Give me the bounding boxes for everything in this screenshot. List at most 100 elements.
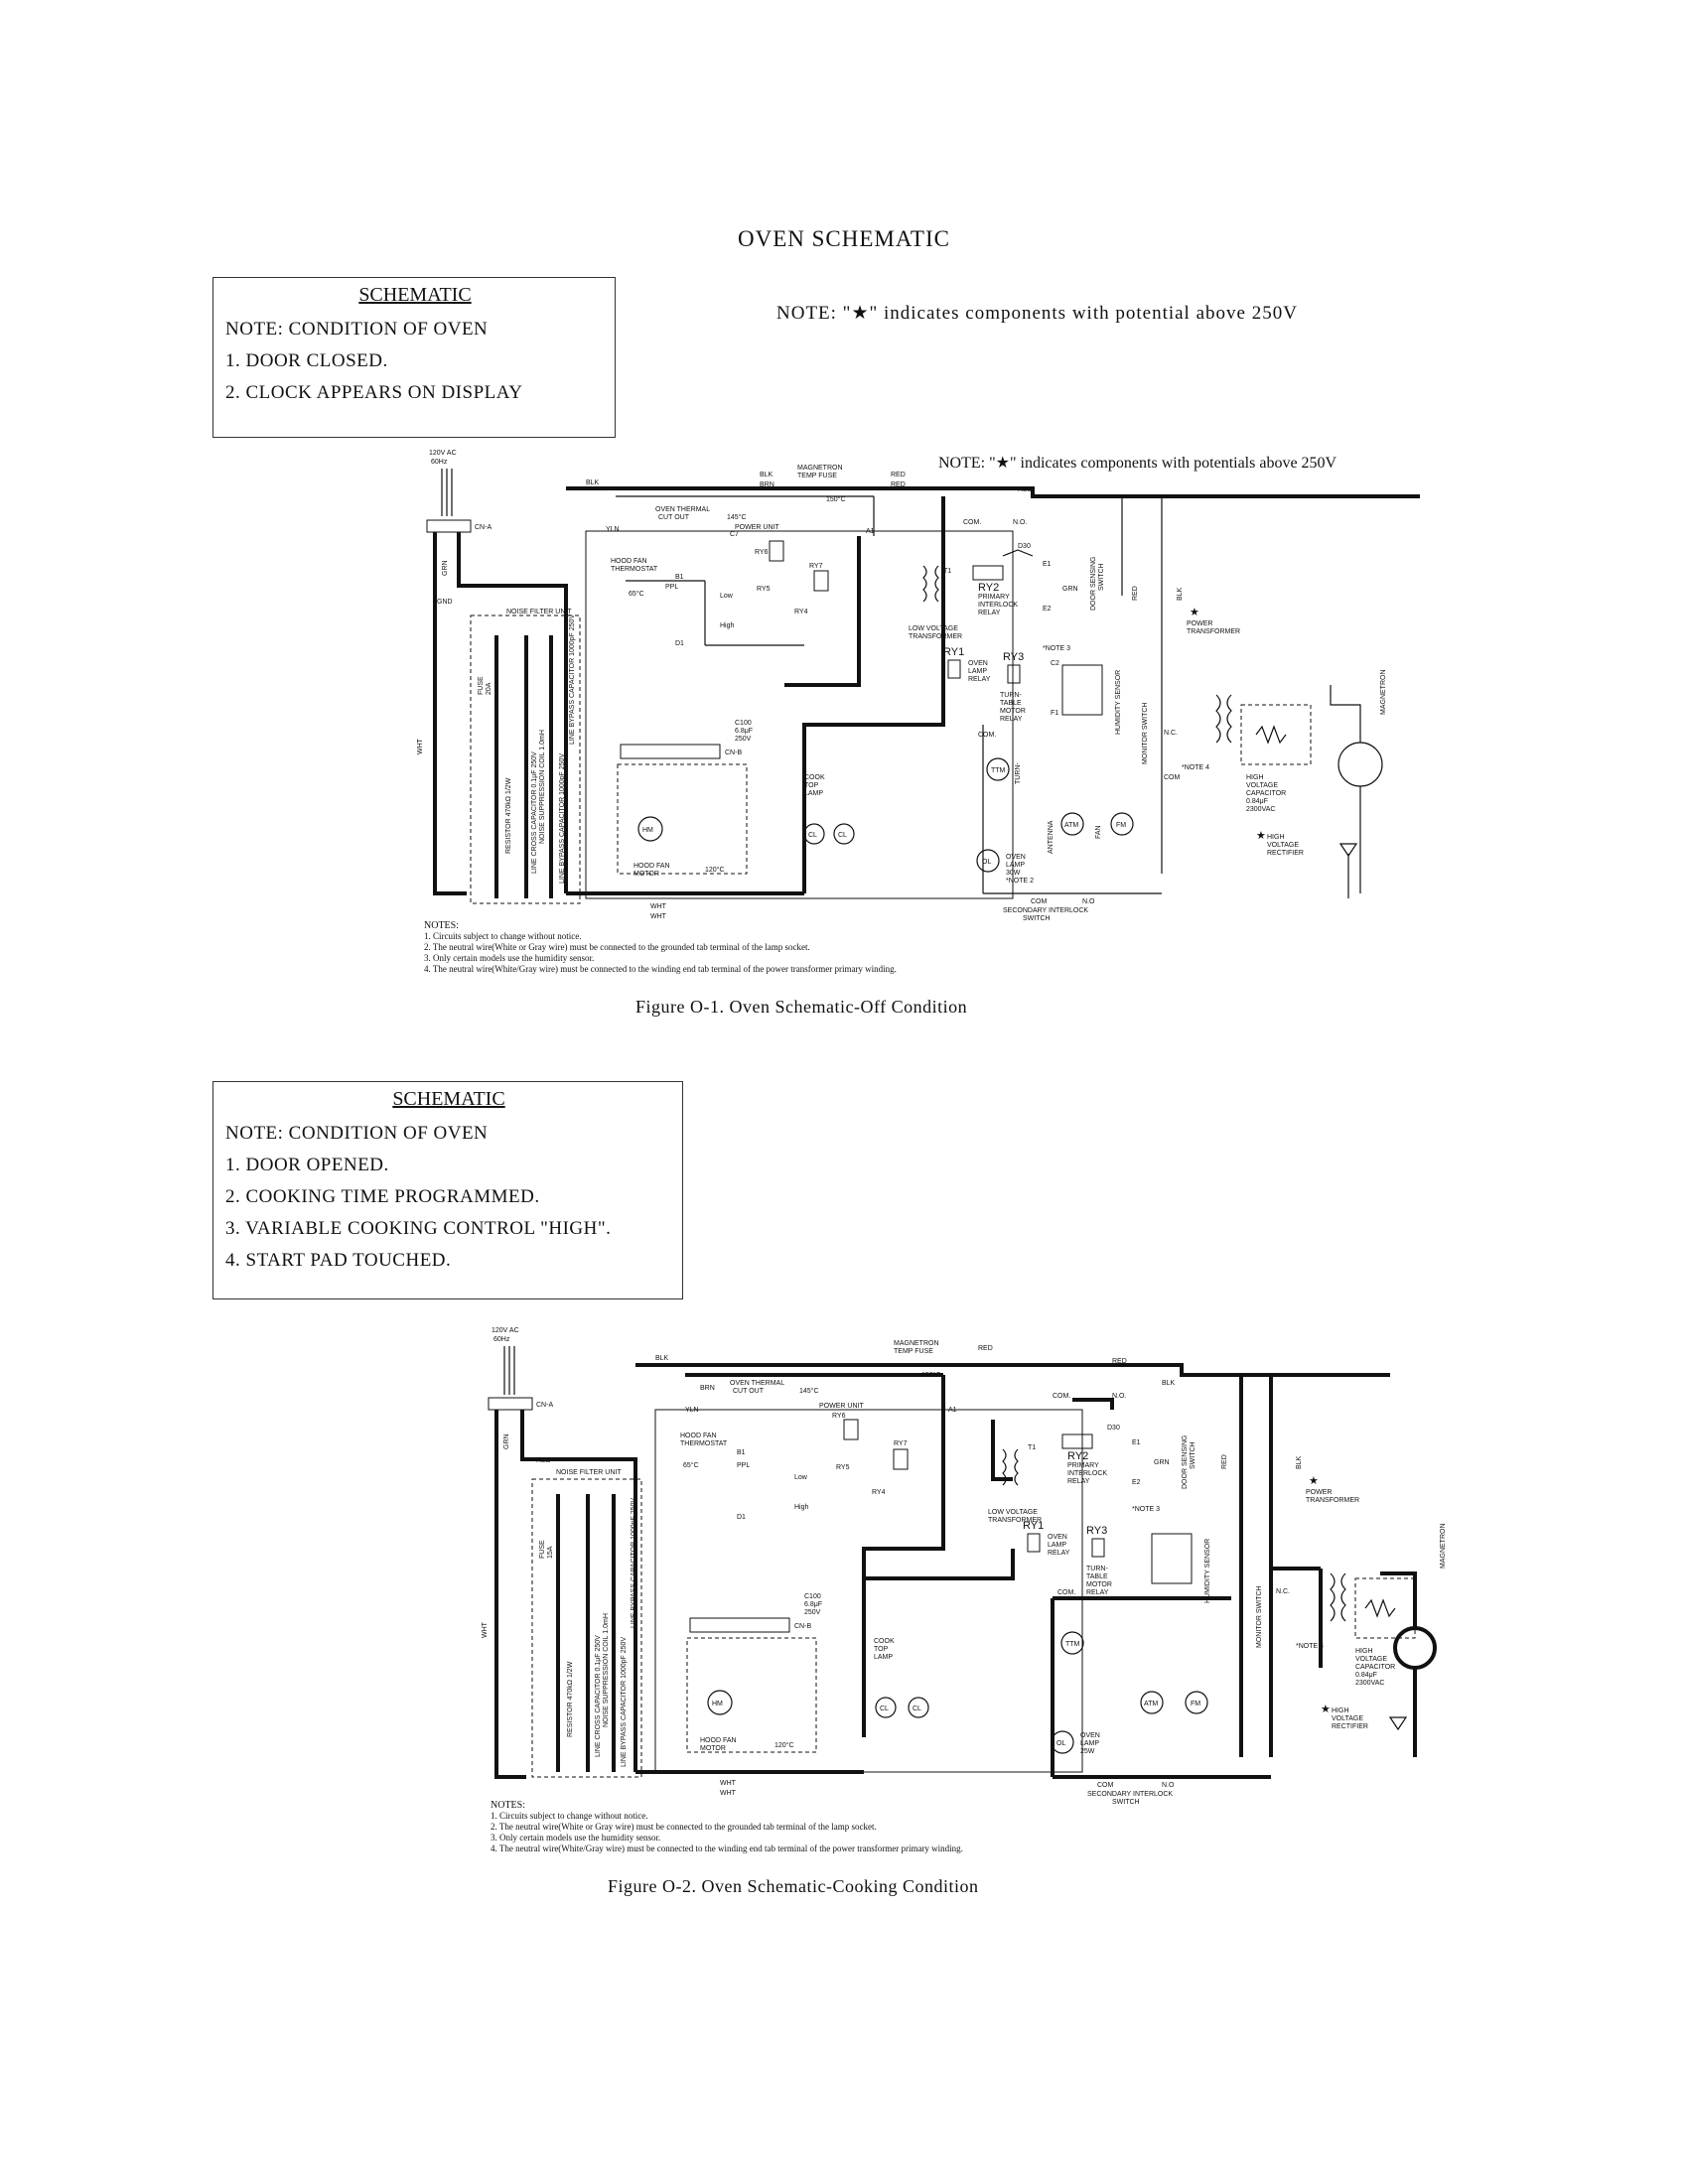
humidity-sensor-label-2: HUMIDITY SENSOR [1204, 1539, 1211, 1603]
right-bus-2 [1239, 1375, 1273, 1757]
ry3-label-2: RY3 [1086, 1525, 1107, 1537]
grn-relay-label-2: GRN [1154, 1459, 1170, 1466]
line-bypass-2-label: LINE BYPASS CAPACITOR 1000pF 250V [569, 614, 576, 745]
motor-label-2: MOTOR [1086, 1581, 1112, 1588]
humidity-sensor-label: HUMIDITY SENSOR [1115, 670, 1122, 735]
relay-ry1-text: RELAY [968, 676, 991, 683]
hood-fan-motor-label: HOOD FAN [633, 863, 670, 870]
cl-label-3: CL [880, 1706, 889, 1712]
note-line: 4. The neutral wire(White/Gray wire) mus… [424, 964, 897, 974]
am-label: ATM [1064, 822, 1078, 829]
secondary-com-label-2: COM [1097, 1782, 1114, 1789]
relay-ry6-2 [843, 1419, 859, 1440]
fuse-label-2: FUSE [539, 1540, 546, 1559]
w25-label-2: 25W [1080, 1748, 1095, 1755]
line-bypass-2-label-2: LINE BYPASS CAPACITOR 1000pF 250V [631, 1498, 637, 1628]
power-unit-bus-2 [862, 1415, 945, 1737]
cook-top-label-2: COOK [874, 1638, 895, 1645]
transformer2-label-2: TRANSFORMER [1306, 1497, 1359, 1504]
cut-out-label: CUT OUT [658, 514, 690, 521]
relay-ry1-2 [1027, 1533, 1041, 1553]
turntable-motor-2 [1060, 1631, 1084, 1655]
note-line: 3. Only certain models use the humidity … [491, 1833, 661, 1843]
top-bus-blk-2 [635, 1363, 1390, 1377]
f1-label: F1 [1051, 710, 1058, 717]
noise-filter-unit [470, 614, 581, 904]
note3-label-2: *NOTE 3 [1132, 1506, 1160, 1513]
red-right-label-2: RED [1221, 1454, 1228, 1469]
ry4-label: RY4 [794, 609, 808, 615]
tm-label-2: TTM [1065, 1641, 1080, 1648]
wht-bottom-label: WHT [650, 903, 667, 910]
noise-filter-wires-2 [556, 1494, 616, 1772]
rectifier-label-2: RECTIFIER [1332, 1723, 1368, 1730]
magnetron-leads [1330, 685, 1361, 893]
rectifier-label: RECTIFIER [1267, 850, 1304, 857]
hood-fan-motor-text-2: MOTOR [700, 1745, 726, 1752]
note-line: 2. The neutral wire(White or Gray wire) … [491, 1822, 877, 1832]
com-bottom-label-2: COM. [1057, 1589, 1075, 1596]
top-bus-blk [566, 486, 1420, 498]
com-monitor-label: COM [1164, 774, 1181, 781]
com-label: COM. [963, 519, 981, 526]
relay-ry1-text-2: RELAY [1048, 1550, 1070, 1557]
noise-filter-label: NOISE FILTER UNIT [506, 609, 572, 615]
cn-b-connector [620, 744, 721, 759]
relay-ry7-2 [893, 1448, 909, 1470]
power-transformer-label-2: POWER [1306, 1489, 1332, 1496]
power-unit-bus [784, 536, 861, 687]
voltage-rect-label: VOLTAGE [1267, 842, 1299, 849]
grn-relay-label: GRN [1062, 586, 1078, 593]
blk-top-label-2: BLK [655, 1355, 669, 1362]
wht-label-2: WHT [482, 1621, 489, 1638]
notes-title: NOTES: [424, 920, 459, 931]
condition-box-cooking: SCHEMATIC NOTE: CONDITION OF OVEN 1. DOO… [212, 1081, 683, 1299]
cook-top-lamp-3 [875, 1697, 897, 1718]
red-fuse-label-2b: RED [978, 1345, 993, 1352]
e1-label: E1 [1043, 561, 1052, 568]
relay-ry7 [813, 570, 829, 592]
hv-rectifier-diode-2 [1388, 1716, 1408, 1731]
yln-label: YLN [606, 526, 620, 533]
c100-v-label-2: 250V [804, 1609, 821, 1616]
hv-rectifier-star: ★ [1256, 830, 1266, 842]
c100-val-label: 6.8μF [735, 728, 753, 735]
ry5-label-2: RY5 [836, 1464, 850, 1471]
secondary-no-label: N.O [1082, 898, 1095, 905]
power-transformer-star-2: ★ [1309, 1475, 1319, 1487]
e2-label: E2 [1043, 606, 1052, 613]
am-label-2: ATM [1144, 1701, 1158, 1707]
monitor-switch-label: MONITOR SWITCH [1142, 703, 1149, 764]
lamp-relay-label-2: LAMP [1048, 1542, 1066, 1549]
red-fuse-label-2: RED [891, 481, 906, 488]
turntable-motor-label: TURN- [1015, 762, 1022, 784]
secondary-interlock-label: SECONDARY INTERLOCK [1003, 907, 1088, 914]
hv-cap-v-label-2: 2300VAC [1355, 1680, 1384, 1687]
relay-contact-closed-2 [1072, 1398, 1114, 1410]
tm-label: TTM [991, 767, 1006, 774]
ry4-label-2: RY4 [872, 1489, 886, 1496]
condition-line: 1. DOOR CLOSED. [225, 350, 388, 371]
top-label-2: TOP [874, 1646, 889, 1653]
t150-label-2: 150°C [921, 1371, 941, 1379]
condition-line: 4. START PAD TOUCHED. [225, 1250, 452, 1271]
blk-fuse-label: BLK [760, 472, 774, 478]
condition-line: NOTE: CONDITION OF OVEN [225, 1123, 489, 1144]
turntable-motor [986, 757, 1010, 781]
notes-title-2: NOTES: [491, 1800, 525, 1811]
grn-label: GRN [442, 560, 449, 576]
b1-label: B1 [675, 574, 684, 581]
t65-label-2: 65°C [683, 1461, 699, 1469]
t65-label: 65°C [629, 590, 644, 598]
hm-label: HM [642, 827, 653, 834]
hv-cap-label: HIGH [1246, 774, 1264, 781]
lamp-label: LAMP [1006, 862, 1025, 869]
relay-ry6 [769, 540, 784, 562]
hv-capacitor-box [1240, 704, 1312, 765]
line-cross-cap-label-2: LINE CROSS CAPACITOR 0.1μF 250V [595, 1635, 602, 1757]
cook-top-label: COOK [804, 774, 825, 781]
cn-b-connector-2 [689, 1617, 790, 1633]
oven-thermal-label-2: OVEN THERMAL [730, 1380, 784, 1387]
secondary-no-label-2: N.O [1162, 1782, 1175, 1789]
note-line: 1. Circuits subject to change without no… [491, 1811, 648, 1821]
